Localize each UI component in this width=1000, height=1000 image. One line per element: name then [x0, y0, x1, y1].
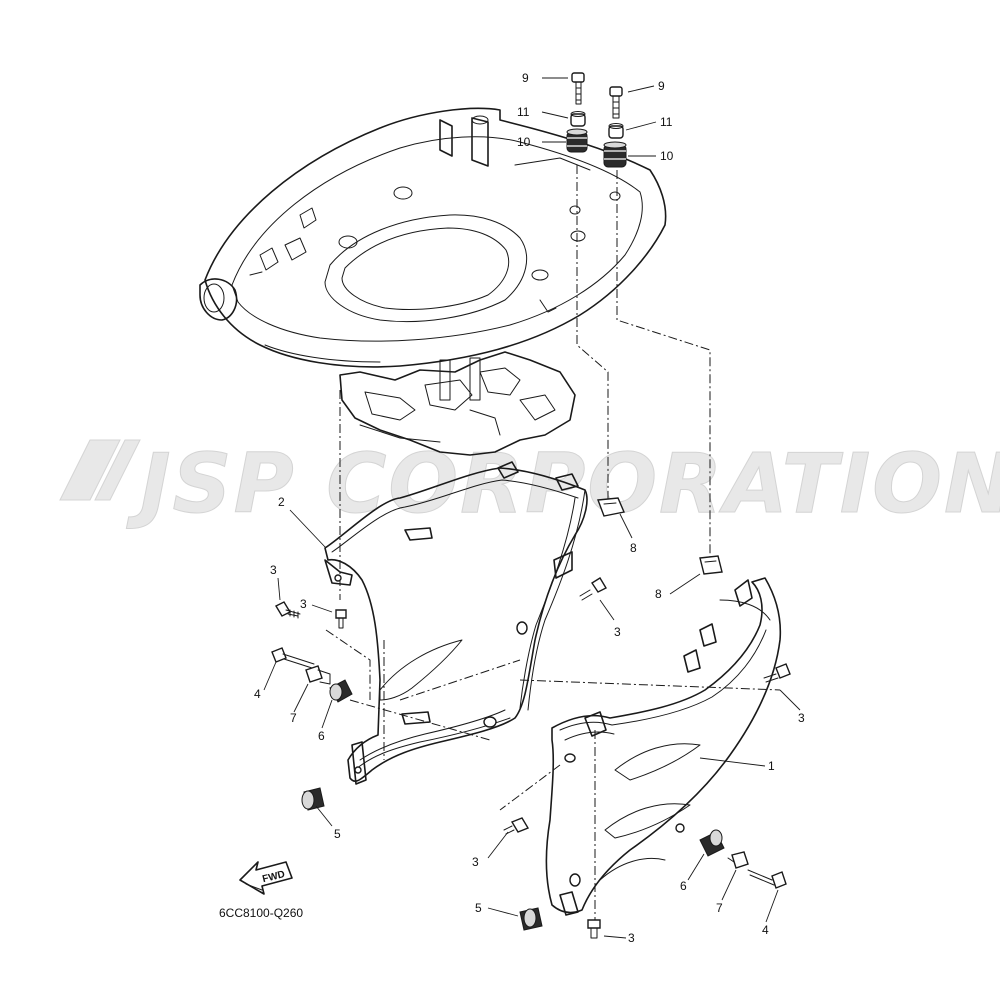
grommet-5-right[interactable]: [519, 907, 543, 931]
clip-8-right[interactable]: [699, 555, 723, 575]
fwd-arrow: FWD: [239, 861, 293, 895]
callout-11-left: 11: [517, 105, 530, 119]
engine-lower-casing: [339, 351, 576, 456]
grommet-6-right[interactable]: [699, 829, 725, 857]
callout-8-right: 8: [655, 587, 662, 601]
callout-3-bottom: 3: [628, 931, 635, 945]
screw-3-bottom[interactable]: [587, 919, 601, 939]
grommet-10-left[interactable]: [566, 128, 588, 153]
clip-8-left[interactable]: [597, 497, 625, 517]
callout-4-left: 4: [254, 687, 261, 701]
callout-3-mid: 3: [614, 625, 621, 639]
leader-lines: [263, 77, 801, 939]
callouts: 9 9 11 11 10 10 2 3 3 3 3 3 3 4 4 7 7 6 …: [254, 71, 805, 945]
apron-left-part-2: [324, 461, 588, 785]
callout-7-right: 7: [716, 901, 723, 915]
bolt-9-left[interactable]: [571, 72, 585, 105]
fwd-label: FWD: [261, 869, 286, 885]
callout-10-right: 10: [660, 149, 674, 163]
callout-3-left-mid: 3: [300, 597, 307, 611]
screw-3-mid[interactable]: [579, 577, 607, 601]
top-fasteners: [566, 72, 627, 168]
callout-6-right: 6: [680, 879, 687, 893]
callout-5-left: 5: [334, 827, 341, 841]
collar-11-right[interactable]: [608, 123, 624, 139]
watermark: JSP CORPORATION: [59, 437, 1000, 533]
bolt-9-right[interactable]: [609, 86, 623, 119]
collar-11-left[interactable]: [570, 111, 586, 127]
grommet-5-left[interactable]: [301, 787, 325, 811]
callout-11-right: 11: [660, 115, 673, 129]
callout-9-right: 9: [658, 79, 665, 93]
bolt-4-right[interactable]: [747, 869, 787, 889]
callout-7-left: 7: [290, 711, 297, 725]
bolt-4-left[interactable]: [271, 647, 315, 669]
callout-6-left: 6: [318, 729, 325, 743]
callout-3-lower-left: 3: [472, 855, 479, 869]
callout-4-right: 4: [762, 923, 769, 937]
callout-1: 1: [768, 759, 775, 773]
collar-7-left[interactable]: [305, 665, 331, 685]
centerlines: [325, 165, 781, 920]
screw-3-left-upper[interactable]: [275, 601, 301, 619]
screw-3-right[interactable]: [763, 663, 791, 683]
callout-9-left: 9: [522, 71, 529, 85]
screw-3-left-mid[interactable]: [335, 609, 347, 629]
collar-7-right[interactable]: [727, 851, 749, 869]
grommet-10-right[interactable]: [603, 141, 627, 168]
bottom-cowling-base: [199, 107, 667, 368]
callout-3-left-upper: 3: [270, 563, 277, 577]
callout-5-right: 5: [475, 901, 482, 915]
callout-10-left: 10: [517, 135, 531, 149]
watermark-text: JSP CORPORATION: [126, 437, 1000, 532]
screw-3-lower-left[interactable]: [503, 817, 530, 835]
callout-2: 2: [278, 495, 285, 509]
callout-3-right: 3: [798, 711, 805, 725]
diagram-code: 6CC8100-Q260: [219, 906, 303, 920]
grommet-6-left[interactable]: [329, 679, 353, 703]
apron-right-part-1: [545, 577, 782, 916]
callout-8-left: 8: [630, 541, 637, 555]
